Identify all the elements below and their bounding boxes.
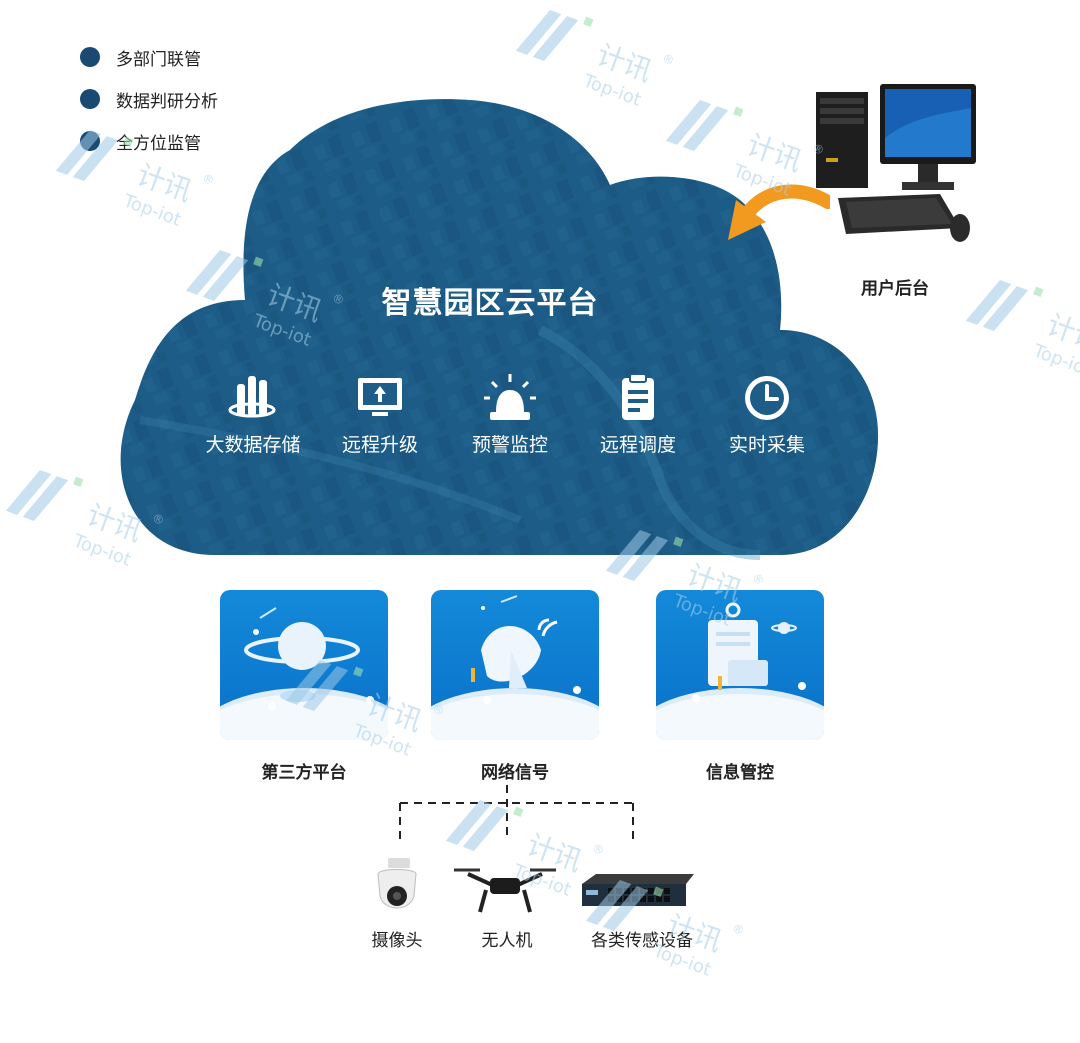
feature-label: 远程调度: [599, 434, 676, 456]
cloud-shape: [120, 99, 879, 556]
bullet-item: 多部门联管: [80, 36, 218, 78]
feature-label: 实时采集: [728, 434, 805, 456]
feature-label: 远程升级: [341, 434, 418, 456]
card-network-signal: [431, 590, 599, 740]
bullet-dot-icon: [80, 89, 100, 109]
card-label: 网络信号: [481, 763, 549, 783]
dome-camera-icon: [377, 858, 417, 909]
user-backend-label: 用户后台: [861, 279, 929, 299]
feature-remote-dispatch: 远程调度: [578, 372, 698, 457]
card-label: 信息管控: [706, 763, 774, 783]
clipboard-icon: [622, 373, 654, 420]
bullet-dot-icon: [80, 47, 100, 67]
clock-icon: [745, 376, 789, 420]
device-label: 各类传感设备: [591, 931, 693, 951]
network-switch-icon: [582, 874, 694, 906]
card-label: 第三方平台: [261, 763, 347, 783]
bullet-label: 多部门联管: [116, 49, 201, 70]
desktop-computer-icon: [816, 84, 976, 242]
alarm-light-icon: [484, 374, 536, 420]
device-label: 摄像头: [371, 931, 423, 951]
feature-label: 预警监控: [471, 434, 548, 456]
bullet-item: 数据判研分析: [80, 78, 218, 120]
device-label: 无人机: [481, 931, 533, 951]
feature-remote-upgrade: 远程升级: [320, 372, 440, 457]
feature-label: 大数据存储: [205, 434, 301, 456]
feature-alarm-monitor: 预警监控: [450, 372, 570, 457]
feature-database: 大数据存储: [193, 372, 313, 457]
satellite-dish-illustration: [431, 595, 599, 740]
feature-realtime-collect: 实时采集: [707, 372, 827, 457]
bullet-label: 数据判研分析: [116, 91, 218, 112]
upload-monitor-icon: [358, 378, 402, 416]
drone-icon: [454, 868, 556, 913]
cloud-title: 智慧园区云平台: [381, 286, 599, 321]
database-icon: [228, 376, 276, 418]
